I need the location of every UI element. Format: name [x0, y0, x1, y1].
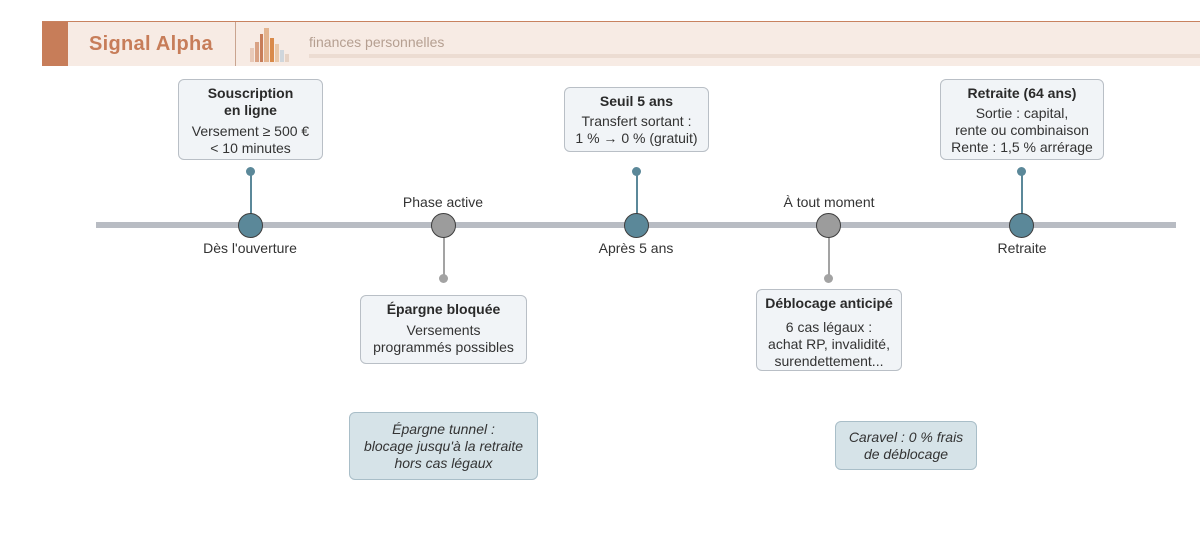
header-rule: [309, 54, 1200, 58]
card-body: Sortie : capital, rente ou combinaison R…: [941, 105, 1103, 156]
card-body-line: Versements: [406, 322, 481, 338]
timeline-label: Dès l'ouverture: [203, 240, 297, 256]
card-body-line: rente ou combinaison: [955, 122, 1089, 138]
card-title-line: Retraite (64 ans): [967, 85, 1077, 101]
card-body-line: programmés possibles: [373, 339, 514, 355]
timeline-label: Après 5 ans: [598, 240, 674, 256]
card-title: Seuil 5 ans: [565, 93, 708, 110]
card-body-line: 6 cas légaux :: [785, 319, 873, 335]
timeline-label: Phase active: [402, 194, 484, 210]
card-title: Déblocage anticipé: [757, 295, 901, 312]
card-title-line: Épargne bloquée: [386, 301, 501, 317]
card-title-line: en ligne: [224, 102, 277, 118]
note-line: de déblocage: [863, 446, 949, 462]
card-body-line: Transfert sortant :: [581, 113, 692, 129]
card-body-line: Sortie : capital,: [975, 105, 1069, 121]
connector-knob: [439, 274, 448, 283]
connector-line: [828, 237, 830, 279]
timeline-label: Retraite: [997, 240, 1047, 256]
connector-line: [636, 172, 638, 214]
card-body-line: Versement ≥ 500 €: [191, 123, 310, 139]
card-body-line: surendettement...: [774, 353, 884, 369]
milestone-card-seuil-5-ans: Seuil 5 ans Transfert sortant : 1 % → 0 …: [564, 87, 709, 152]
card-body: Versement ≥ 500 € < 10 minutes: [179, 123, 322, 157]
header-bar: Signal Alpha finances personnelles: [42, 21, 1200, 66]
card-body-line: 1 % → 0 % (gratuit): [575, 130, 698, 146]
card-title-line: Souscription: [207, 85, 294, 101]
card-title: Épargne bloquée: [361, 301, 526, 318]
milestone-card-souscription: Souscription en ligne Versement ≥ 500 € …: [178, 79, 323, 160]
phase-card-epargne-bloquee: Épargne bloquée Versements programmés po…: [360, 295, 527, 364]
header-tagline: finances personnelles: [309, 34, 445, 50]
milestone-card-retraite: Retraite (64 ans) Sortie : capital, rent…: [940, 79, 1104, 160]
note-line: Épargne tunnel :: [392, 421, 495, 437]
timeline-phase-dot[interactable]: [816, 213, 841, 238]
timeline-phase-dot[interactable]: [431, 213, 456, 238]
note-line: hors cas légaux: [394, 455, 493, 471]
card-title-line: Seuil 5 ans: [599, 93, 674, 109]
note-caravel: Caravel : 0 % frais de déblocage: [835, 421, 977, 470]
timeline-label: À tout moment: [783, 194, 875, 210]
card-title: Retraite (64 ans): [941, 85, 1103, 102]
connector-knob: [632, 167, 641, 176]
note-line: Caravel : 0 % frais: [848, 429, 964, 445]
connector-knob: [824, 274, 833, 283]
card-title-line: Déblocage anticipé: [765, 295, 893, 311]
card-body: Transfert sortant : 1 % → 0 % (gratuit): [565, 113, 708, 147]
card-body: Versements programmés possibles: [361, 322, 526, 356]
bar-chart-logo-icon: [250, 28, 289, 62]
connector-line: [443, 237, 445, 279]
note-epargne-tunnel: Épargne tunnel : blocage jusqu'à la retr…: [349, 412, 538, 480]
card-body-line: Rente : 1,5 % arrérage: [951, 139, 1093, 155]
card-body-line: achat RP, invalidité,: [768, 336, 890, 352]
connector-line: [250, 172, 252, 214]
card-body: 6 cas légaux : achat RP, invalidité, sur…: [757, 319, 901, 370]
note-line: blocage jusqu'à la retraite: [363, 438, 524, 454]
connector-knob: [1017, 167, 1026, 176]
header-accent-block: [42, 22, 68, 66]
connector-knob: [246, 167, 255, 176]
card-title: Souscription en ligne: [179, 85, 322, 119]
timeline-milestone-dot[interactable]: [238, 213, 263, 238]
timeline-milestone-dot[interactable]: [1009, 213, 1034, 238]
connector-line: [1021, 172, 1023, 214]
phase-card-deblocage-anticipe: Déblocage anticipé 6 cas légaux : achat …: [756, 289, 902, 371]
brand-title[interactable]: Signal Alpha: [89, 33, 213, 55]
timeline-milestone-dot[interactable]: [624, 213, 649, 238]
card-body-line: < 10 minutes: [210, 140, 291, 156]
header-divider: [235, 22, 236, 66]
